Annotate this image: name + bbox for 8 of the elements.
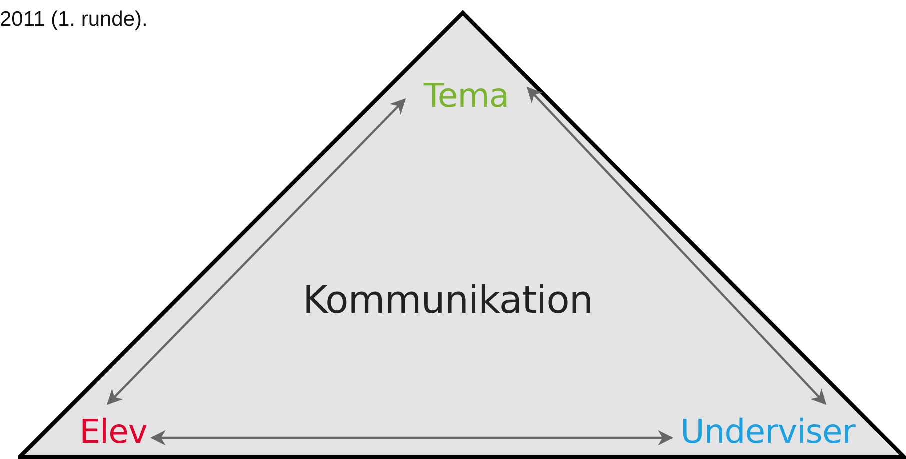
double-arrow: [150, 430, 674, 446]
center-label: Kommunikation: [303, 278, 593, 322]
double-arrow: [526, 86, 827, 406]
student-label: Elev: [80, 412, 148, 450]
note-text: 2011 (1. runde).: [0, 8, 148, 32]
double-arrow: [107, 98, 406, 406]
topic-label: Tema: [424, 76, 510, 114]
teacher-label: Underviser: [680, 412, 856, 450]
